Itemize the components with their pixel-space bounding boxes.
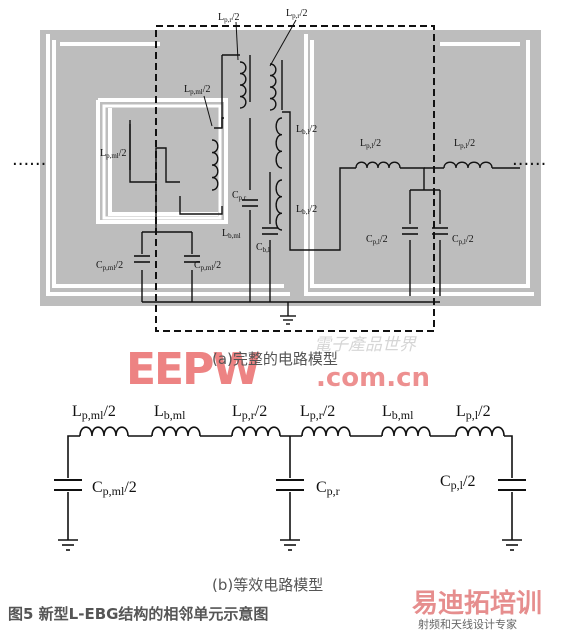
label-l-pl-b: Lp,l/2 xyxy=(454,138,475,150)
bottom-wires xyxy=(67,435,513,540)
complete-circuit-model: ······ ······ Lp,r/2 Lp,r/2 Lp,ml/2 Lp,m… xyxy=(12,8,546,332)
training-logo: 易迪拓培训 xyxy=(412,589,542,619)
label-l-pl-a: Lp,l/2 xyxy=(360,138,381,150)
label-c-pr: Cp,r xyxy=(232,190,247,202)
inductor-l-pl-a xyxy=(355,161,401,169)
ground-symbol xyxy=(280,315,296,325)
label-c-bl: Cb,l xyxy=(256,242,270,254)
equivalent-capacitor-plates xyxy=(54,479,526,491)
top-circuit-wires xyxy=(129,54,520,316)
eepw-logo: EEPW xyxy=(126,344,260,395)
equivalent-inductor-4 xyxy=(301,426,351,437)
figure-caption: 图5 新型L-EBG结构的相邻单元示意图 xyxy=(8,605,268,623)
label-c-pml-b: Cp,ml/2 xyxy=(194,260,221,272)
caption-a: (a)完整的电路模型 xyxy=(212,350,338,368)
label-eq-c-pml: Cp,ml/2 xyxy=(92,479,137,498)
label-c-pl-a: Cp,l/2 xyxy=(366,234,388,246)
leader-lines xyxy=(203,19,297,127)
label-l-pml-top: Lp,ml/2 xyxy=(184,84,211,96)
label-l-pr-b: Lp,r/2 xyxy=(286,8,307,20)
equivalent-inductor-3 xyxy=(231,426,281,437)
label-l-pml-left: Lp,ml/2 xyxy=(100,148,127,160)
label-eq-l-pr-a: Lp,r/2 xyxy=(232,403,267,422)
inductor-l-pml xyxy=(211,139,219,191)
equivalent-circuit-model: Lp,ml/2 Lb,ml Lp,r/2 Lp,r/2 Lb,ml Lp,l/2… xyxy=(54,403,526,551)
label-eq-l-pl: Lp,l/2 xyxy=(456,403,491,422)
inductor-l-bl-upper xyxy=(275,117,283,169)
equivalent-grounds xyxy=(58,539,522,551)
label-eq-l-bml-b: Lb,ml xyxy=(382,403,414,422)
label-c-pml-a: Cp,ml/2 xyxy=(96,260,123,272)
label-l-bml: Lb,ml xyxy=(222,228,241,240)
label-l-bl-lower: Lb,l/2 xyxy=(296,204,317,216)
inductor-l-bl-lower xyxy=(275,179,283,231)
equivalent-inductor-5 xyxy=(381,426,431,437)
eepw-watermark: EEPW 電子產品世界 .com.cn xyxy=(126,335,430,395)
label-eq-c-pr: Cp,r xyxy=(316,479,340,498)
training-logo-watermark: 易迪拓培训 射频和天线设计专家 xyxy=(412,589,542,631)
equivalent-inductor-2 xyxy=(151,426,201,437)
label-eq-l-bml-a: Lb,ml xyxy=(154,403,186,422)
label-eq-l-pr-b: Lp,r/2 xyxy=(300,403,335,422)
inductor-l-pr-a xyxy=(239,61,247,109)
continuation-right: ······ xyxy=(512,154,546,175)
eepw-cn-text: 電子產品世界 xyxy=(314,335,417,354)
inner-rectangle xyxy=(102,104,222,220)
inductor-l-pl-b xyxy=(443,161,493,169)
equivalent-labels: Lp,ml/2 Lb,ml Lp,r/2 Lp,r/2 Lb,ml Lp,l/2… xyxy=(72,403,491,498)
equivalent-inductor-6 xyxy=(455,426,505,437)
label-eq-l-pml: Lp,ml/2 xyxy=(72,403,116,422)
top-labels: Lp,r/2 Lp,r/2 Lp,ml/2 Lp,ml/2 Lb,ml Lb,l… xyxy=(96,8,475,272)
label-l-pr-a: Lp,r/2 xyxy=(218,12,239,24)
eepw-url: .com.cn xyxy=(316,363,430,393)
continuation-left: ······ xyxy=(12,154,46,175)
capacitor-plates xyxy=(134,199,448,263)
slot-lines xyxy=(46,34,534,296)
label-l-bl-upper: Lb,l/2 xyxy=(296,124,317,136)
training-tagline: 射频和天线设计专家 xyxy=(418,617,517,631)
label-eq-c-pl: Cp,l/2 xyxy=(440,473,475,492)
label-c-pl-b: Cp,l/2 xyxy=(452,234,474,246)
inductor-coils xyxy=(129,61,493,231)
equivalent-inductor-coils xyxy=(79,426,505,437)
caption-b: (b)等效电路模型 xyxy=(212,576,323,594)
inductor-l-pr-b xyxy=(269,63,277,111)
equivalent-inductor-1 xyxy=(79,426,129,437)
